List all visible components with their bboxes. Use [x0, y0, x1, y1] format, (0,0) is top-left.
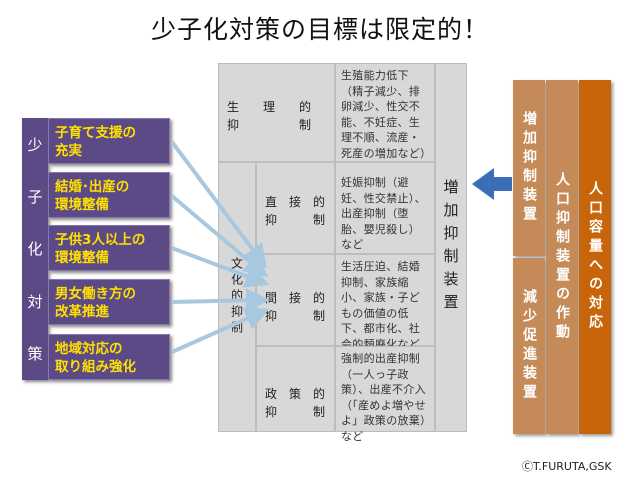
category-char: 化	[27, 240, 43, 259]
direct-desc: 妊娠抑制（避妊、性交禁止）、出産抑制（堕胎、嬰児殺し）など	[335, 162, 435, 254]
direct-label-1: 直 接 的	[265, 195, 326, 209]
measure-box-three-children: 子供3人以上の 環境整備	[48, 225, 170, 271]
device-label: 増加抑制装置	[441, 178, 460, 317]
category-char: 対	[27, 292, 43, 311]
measure-line: 充実	[55, 143, 82, 159]
measure-line: 男女働き方の	[55, 286, 136, 302]
physio-label-2: 抑 制	[227, 118, 312, 132]
measure-line: 結婚･出産の	[55, 179, 130, 195]
direct-label-2: 抑 制	[265, 213, 326, 227]
copyright: ⒸT.FURUTA,GSK	[522, 460, 612, 473]
measure-box-work-reform: 男女働き方の 改革推進	[48, 279, 170, 325]
measure-line: 子育て支援の	[55, 125, 136, 141]
direct-label-cell: 直 接 的 抑 制	[256, 162, 335, 254]
device-column: 増加抑制装置	[435, 63, 467, 432]
policy-label-2: 抑 制	[265, 405, 326, 419]
category-label-shoshika-taisaku: 少 子 化 対 策	[22, 118, 48, 380]
arrow-left-icon	[472, 168, 512, 200]
physio-label-1: 生 理 的	[227, 100, 312, 114]
measure-box-childcare: 子育て支援の 充実	[48, 118, 170, 164]
indirect-desc: 生活圧迫、結婚抑制、家族縮小、家族・子どもの価値の低下、都市化、社会的頽廃化など	[335, 254, 435, 351]
indirect-label-1: 間 接 的	[265, 291, 326, 305]
right-col-label: 増加抑制装置	[521, 111, 537, 225]
measure-box-regional: 地域対応の 取り組み強化	[48, 334, 170, 380]
culture-label-cell: 文化的抑制	[218, 162, 256, 432]
measure-line: 環境整備	[55, 250, 109, 266]
policy-desc: 強制的出産抑制（一人っ子政策）、出産不介入（「産めよ増やせよ」政策の放棄）など	[335, 346, 435, 443]
right-col-label: 人口容量への対応	[587, 181, 603, 333]
measure-line: 取り組み強化	[55, 359, 136, 375]
measure-line: 環境整備	[55, 197, 109, 213]
physio-label-cell: 生 理 的 抑 制	[218, 63, 335, 162]
measure-box-marriage: 結婚･出産の 環境整備	[48, 172, 170, 218]
indirect-label-cell: 間 接 的 抑 制	[256, 254, 335, 346]
policy-label-1: 政 策 的	[265, 387, 326, 401]
category-char: 少	[27, 135, 43, 154]
right-col-label: 人口抑制装置の作動	[554, 171, 570, 343]
measure-line: 地域対応の	[55, 341, 123, 357]
right-col-increase-suppression: 増加抑制装置	[513, 80, 545, 256]
policy-label-cell: 政 策 的 抑 制	[256, 346, 335, 432]
category-char: 策	[27, 345, 43, 364]
right-col-decrease-promotion: 減少促進装置	[513, 258, 545, 434]
culture-label: 文化的抑制	[229, 257, 244, 337]
indirect-label-2: 抑 制	[265, 309, 326, 323]
right-col-mechanism: 人口抑制装置の作動	[546, 80, 578, 434]
category-char: 子	[27, 188, 43, 207]
measure-line: 改革推進	[55, 304, 109, 320]
right-col-capacity: 人口容量への対応	[579, 80, 611, 434]
right-col-label: 減少促進装置	[521, 289, 537, 403]
page-title: 少子化対策の目標は限定的！	[150, 15, 489, 44]
physio-desc: 生殖能力低下（精子減少、排卵減少、性交不能、不妊症、生理不順、流産・死産の増加な…	[335, 63, 435, 162]
measure-line: 子供3人以上の	[55, 232, 146, 248]
